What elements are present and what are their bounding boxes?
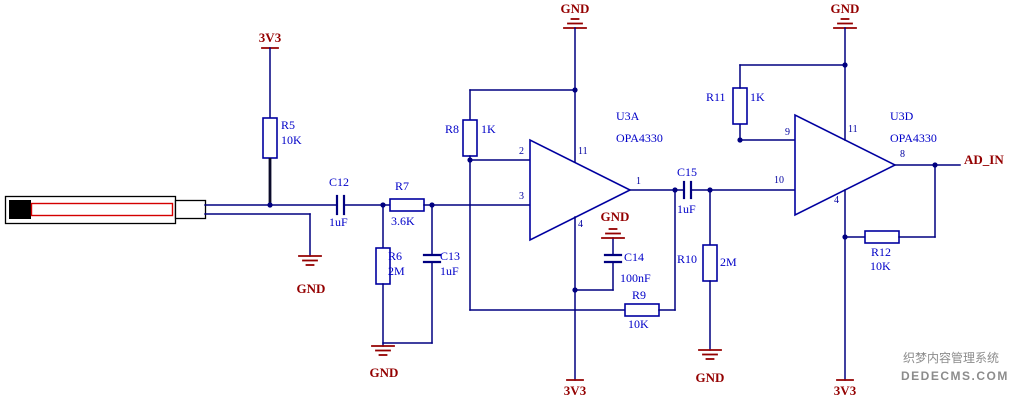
c15-value-label: 1uF bbox=[677, 202, 696, 216]
c12-ref-label: C12 bbox=[329, 175, 350, 189]
probe-neck bbox=[174, 199, 207, 220]
watermark-cjk-text: 织梦内容管理系统 bbox=[903, 351, 1000, 365]
r9-value-label: 10K bbox=[628, 317, 649, 331]
c12-value-label: 1uF bbox=[329, 215, 348, 229]
u3a-pin4-label: 4 bbox=[578, 219, 583, 230]
capacitor-c12 bbox=[335, 194, 346, 216]
vcc-label-bottom-right: 3V3 bbox=[833, 383, 857, 398]
r10-ref-label: R10 bbox=[677, 252, 698, 266]
gnd-label-c14: GND bbox=[600, 209, 630, 224]
resistor-r9 bbox=[624, 303, 660, 317]
r12-value-label: 10K bbox=[870, 259, 891, 273]
sensor-probe bbox=[4, 195, 207, 225]
r6-value-label: 2M bbox=[388, 264, 405, 278]
junction-dots bbox=[267, 62, 938, 293]
probe-element bbox=[30, 202, 174, 217]
watermark-site-text: DEDECMS.COM bbox=[901, 369, 1009, 383]
gnd-symbol-probe bbox=[298, 255, 322, 266]
resistor-r8 bbox=[462, 119, 478, 157]
c14-value-label: 100nF bbox=[620, 271, 651, 285]
gnd-symbol-top-center bbox=[563, 18, 587, 29]
u3d-pin9-label: 9 bbox=[785, 127, 790, 138]
gnd-label-probe: GND bbox=[296, 281, 326, 296]
gnd-symbol-top-right bbox=[833, 18, 857, 29]
gnd-label-r6: GND bbox=[369, 365, 399, 380]
vcc-label-top-left: 3V3 bbox=[258, 30, 282, 45]
probe-body bbox=[4, 195, 177, 225]
resistor-r12 bbox=[864, 230, 900, 244]
u3d-part-label: OPA4330 bbox=[890, 131, 937, 145]
u3a-pin3-label: 3 bbox=[519, 191, 524, 202]
c14-ref-label: C14 bbox=[624, 250, 645, 264]
gnd-label-top-center: GND bbox=[560, 1, 590, 16]
u3a-pin2-label: 2 bbox=[519, 146, 524, 157]
u3a-ref-label: U3A bbox=[616, 109, 640, 123]
gnd-symbol-c14 bbox=[601, 228, 625, 239]
capacitor-c15 bbox=[682, 180, 693, 200]
r5-value-label: 10K bbox=[281, 133, 302, 147]
r8-value-label: 1K bbox=[481, 122, 496, 136]
gnd-symbol-r10 bbox=[698, 349, 722, 360]
resistor-r10 bbox=[702, 244, 718, 282]
r6-ref-label: R6 bbox=[388, 249, 403, 263]
resistor-r7 bbox=[389, 198, 425, 212]
wires-input bbox=[204, 204, 338, 257]
probe-tip bbox=[9, 200, 31, 219]
u3d-pin11-label: 11 bbox=[848, 124, 858, 135]
gnd-label-r10: GND bbox=[695, 370, 725, 385]
u3a-pin11-label: 11 bbox=[578, 146, 588, 157]
u3d-ref-label: U3D bbox=[890, 109, 914, 123]
r7-ref-label: R7 bbox=[395, 179, 410, 193]
c13-value-label: 1uF bbox=[440, 264, 459, 278]
r8-ref-label: R8 bbox=[445, 122, 460, 136]
adc-out-label: AD_IN bbox=[964, 152, 1004, 167]
resistor-r11 bbox=[732, 87, 748, 125]
opamp-u3a-symbol bbox=[529, 138, 632, 242]
u3d-pin4-label: 4 bbox=[834, 195, 839, 206]
resistor-r5 bbox=[262, 117, 278, 159]
capacitor-c13 bbox=[422, 253, 442, 264]
u3d-pin8-label: 8 bbox=[900, 149, 905, 160]
gnd-label-top-right: GND bbox=[830, 1, 860, 16]
gnd-symbol-r6 bbox=[371, 345, 395, 356]
vcc-label-bottom-center: 3V3 bbox=[563, 383, 587, 398]
u3d-pin10-label: 10 bbox=[774, 175, 784, 186]
r11-value-label: 1K bbox=[750, 90, 765, 104]
capacitor-c14 bbox=[603, 253, 623, 264]
r10-value-label: 2M bbox=[720, 255, 737, 269]
r9-ref-label: R9 bbox=[632, 288, 647, 302]
c15-ref-label: C15 bbox=[677, 165, 698, 179]
u3a-pin1-label: 1 bbox=[636, 176, 641, 187]
c13-ref-label: C13 bbox=[440, 249, 461, 263]
r7-value-label: 3.6K bbox=[391, 214, 415, 228]
r11-ref-label: R11 bbox=[706, 90, 726, 104]
r12-ref-label: R12 bbox=[871, 245, 892, 259]
r5-ref-label: R5 bbox=[281, 118, 296, 132]
u3a-part-label: OPA4330 bbox=[616, 131, 663, 145]
